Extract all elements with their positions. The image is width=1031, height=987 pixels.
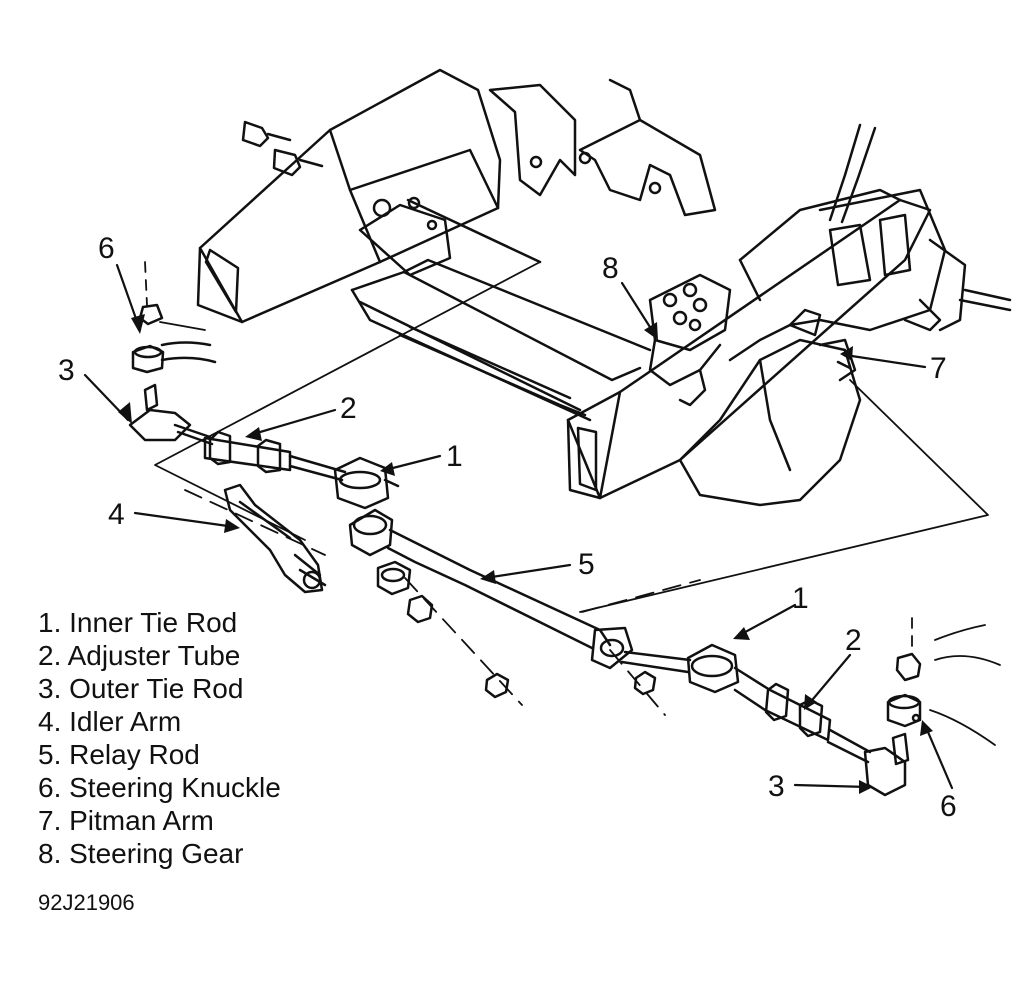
callout-2-left: 2 (340, 392, 357, 425)
left-steering-knuckle (131, 303, 217, 374)
arrow-8 (620, 281, 657, 337)
callout-6-left: 6 (98, 232, 115, 265)
arrow-1-right (736, 603, 797, 638)
right-adjuster-tube (733, 666, 832, 742)
idler-arm (223, 483, 327, 594)
callout-arrowheads (118, 314, 933, 794)
arrow-4 (133, 511, 237, 529)
vehicle-frame (196, 68, 1012, 507)
left-outer-tie-rod (128, 383, 214, 446)
arrow-5 (483, 563, 572, 580)
callout-1-right: 1 (792, 582, 809, 615)
legend-item-adjuster-tube: 2. Adjuster Tube (38, 640, 241, 671)
frame-bolt-upper (241, 120, 292, 148)
callout-6-right: 6 (940, 790, 957, 823)
callout-4: 4 (108, 498, 125, 531)
callout-5: 5 (578, 548, 595, 581)
right-inner-tie-rod (620, 643, 740, 694)
legend-item-relay-rod: 5. Relay Rod (38, 739, 200, 770)
relay-rod (348, 508, 657, 699)
callout-2-right: 2 (845, 624, 862, 657)
callout-1-left: 1 (446, 440, 463, 473)
frame-bolt-lower (272, 148, 324, 177)
legend-item-steering-knuckle: 6. Steering Knuckle (38, 772, 281, 803)
callout-labels: 6 3 2 1 4 5 8 7 1 2 3 6 (58, 232, 957, 823)
callout-8: 8 (602, 252, 619, 285)
left-adjuster-tube (203, 430, 347, 482)
legend-item-outer-tie-rod: 3. Outer Tie Rod (38, 673, 244, 704)
figure-code: 92J21906 (38, 890, 135, 915)
left-inner-tie-rod (333, 456, 400, 510)
arrow-2-right (806, 653, 852, 707)
callout-3-left: 3 (58, 354, 75, 387)
arrow-6-right (923, 723, 954, 790)
legend-item-steering-gear: 8. Steering Gear (38, 838, 244, 869)
arrow-3-right (793, 783, 870, 789)
legend-item-idler-arm: 4. Idler Arm (38, 706, 182, 737)
arrow-1-left (383, 454, 442, 472)
arrow-7 (843, 353, 927, 369)
arrow-2-left (248, 408, 337, 437)
parts-legend: 1. Inner Tie Rod 2. Adjuster Tube 3. Out… (38, 606, 281, 870)
callout-7: 7 (930, 352, 947, 385)
steering-gear (648, 273, 732, 407)
legend-item-pitman-arm: 7. Pitman Arm (38, 805, 214, 836)
legend-item-inner-tie-rod: 1. Inner Tie Rod (38, 607, 238, 638)
right-steering-knuckle (886, 652, 922, 728)
callout-3-right: 3 (768, 770, 785, 803)
